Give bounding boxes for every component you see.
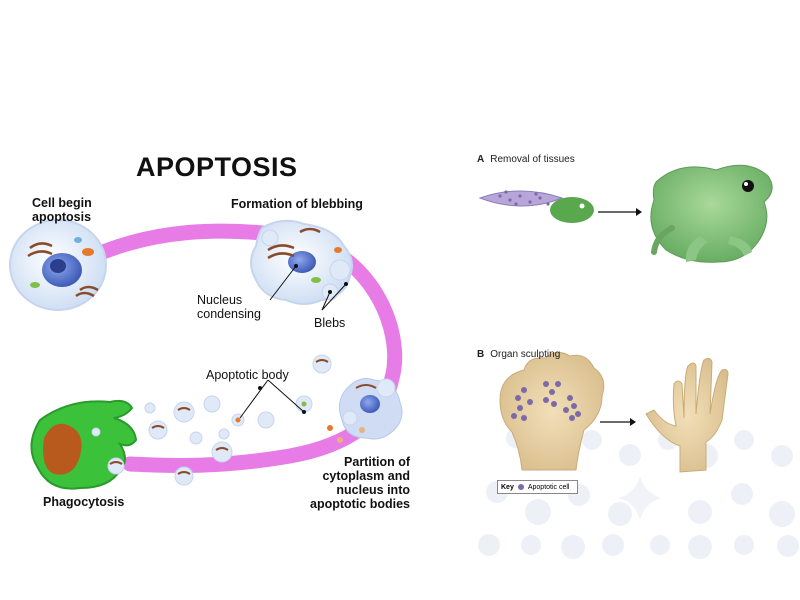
diagram-title: APOPTOSIS xyxy=(136,152,298,182)
nucleus-condensing-line-2: condensing xyxy=(197,307,261,321)
tadpole-icon xyxy=(478,190,594,223)
partition-label: Partition of cytoplasm and nucleus into … xyxy=(310,455,410,511)
arrow-b-icon xyxy=(600,418,636,426)
stage-cell-begin-line-1: Cell begin xyxy=(32,196,92,210)
partition-line-4: apoptotic bodies xyxy=(310,497,410,511)
apoptotic-bodies-icon xyxy=(144,354,332,486)
panel-a-letter: A xyxy=(477,154,485,165)
nucleus-condensing-label: Nucleus condensing xyxy=(197,293,261,321)
apoptosis-ring xyxy=(67,223,403,474)
panel-b-heading: B Organ sculpting xyxy=(477,349,560,360)
phagocyte-icon xyxy=(30,399,138,490)
blebbing-cell-icon xyxy=(250,219,353,311)
frog-icon xyxy=(650,164,773,263)
partition-line-1: Partition of xyxy=(344,455,410,469)
panel-a-title: Removal of tissues xyxy=(490,154,575,165)
apoptotic-cell-swatch-icon xyxy=(517,484,524,490)
phagocytosis-label: Phagocytosis xyxy=(43,495,125,509)
key-label: Key xyxy=(501,483,514,491)
stage-cell-begin-label: Cell begin apoptosis xyxy=(32,196,92,224)
panel-b-letter: B xyxy=(477,349,485,360)
apoptotic-body-label: Apoptotic body xyxy=(206,368,289,382)
stage-blebbing-label: Formation of blebbing xyxy=(231,197,363,211)
healthy-cell-icon xyxy=(9,219,107,311)
key-item-label: Apoptotic cell xyxy=(527,483,570,491)
blebs-label: Blebs xyxy=(314,316,346,330)
hand-icon xyxy=(645,357,729,473)
stage-cell-begin-line-2: apoptosis xyxy=(32,210,92,224)
panel-b-title: Organ sculpting xyxy=(490,349,561,360)
key-legend: Key Apoptotic cell xyxy=(497,480,578,494)
partition-cell-icon xyxy=(327,378,403,443)
nucleus-condensing-line-1: Nucleus xyxy=(197,293,243,307)
partition-line-2: cytoplasm and xyxy=(322,469,410,483)
partition-line-3: nucleus into xyxy=(336,483,410,497)
limb-paddle-icon xyxy=(499,352,605,471)
panel-a-heading: A Removal of tissues xyxy=(477,154,575,165)
arrow-a-icon xyxy=(598,208,642,216)
